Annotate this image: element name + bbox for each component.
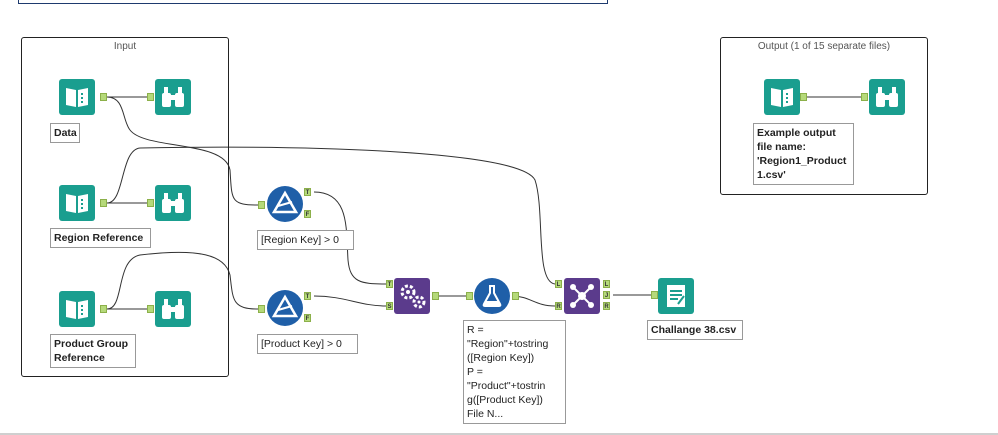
formula-tool[interactable]: [474, 278, 510, 314]
input-anchor[interactable]: [258, 201, 265, 209]
top-container-edge: [18, 0, 608, 4]
document-icon: [667, 285, 685, 307]
wire-region-join: [106, 146, 556, 285]
output-data-tool[interactable]: [658, 278, 694, 314]
wire-filter-product-append: [313, 295, 387, 307]
filter-product-label: [Product Key] > 0: [257, 334, 358, 354]
book-icon: [66, 194, 88, 213]
input-anchor[interactable]: [147, 93, 154, 101]
filter-region-label: [Region Key] > 0: [257, 230, 354, 250]
right-output-anchor[interactable]: R: [603, 302, 610, 310]
input-anchor[interactable]: [258, 305, 265, 313]
browse-tool[interactable]: [155, 79, 191, 115]
output-anchor[interactable]: [432, 292, 439, 300]
wire-data-filter-region: [106, 96, 259, 206]
filter-triangle-icon: [271, 190, 299, 214]
input-container-title: Input: [113, 41, 137, 52]
input-anchor[interactable]: [651, 291, 658, 299]
output-anchor[interactable]: [800, 93, 807, 101]
binoculars-icon: [162, 87, 184, 107]
product-group-reference-label: Product Group Reference: [50, 334, 136, 368]
input-anchor[interactable]: [861, 93, 868, 101]
true-anchor[interactable]: T: [304, 188, 311, 196]
false-anchor[interactable]: F: [304, 210, 311, 218]
join-nodes-icon: [570, 284, 594, 308]
filter-region-tool[interactable]: [267, 186, 303, 222]
input-anchor[interactable]: [147, 305, 154, 313]
join-output-anchor[interactable]: J: [603, 291, 610, 299]
book-icon: [66, 88, 88, 107]
output-anchor[interactable]: [100, 93, 107, 101]
flask-icon: [482, 285, 502, 307]
output-file-label: Challange 38.csv: [647, 320, 743, 340]
output-anchor[interactable]: [512, 292, 519, 300]
left-output-anchor[interactable]: L: [603, 280, 610, 288]
output-container-title: Output (1 of 15 separate files): [757, 41, 891, 52]
input-region-tool[interactable]: [59, 185, 95, 221]
wire-product-filter: [106, 251, 259, 310]
wire-filter-region-append: [313, 191, 387, 285]
filter-triangle-icon: [271, 294, 299, 318]
false-anchor[interactable]: F: [304, 314, 311, 322]
input-container[interactable]: Input: [21, 37, 229, 377]
input-anchor[interactable]: [466, 292, 473, 300]
output-anchor[interactable]: [100, 199, 107, 207]
formula-label: R = "Region"+tostring ([Region Key]) P =…: [463, 320, 566, 424]
true-anchor[interactable]: T: [304, 292, 311, 300]
source-anchor[interactable]: S: [386, 302, 393, 310]
book-icon: [771, 88, 793, 107]
filter-product-tool[interactable]: [267, 290, 303, 326]
canvas-bottom-border: [0, 433, 998, 435]
input-anchor[interactable]: [147, 199, 154, 207]
left-anchor[interactable]: L: [555, 280, 562, 288]
browse-tool[interactable]: [155, 291, 191, 327]
input-data-tool[interactable]: [59, 79, 95, 115]
example-output-label: Example output file name: 'Region1_Produ…: [753, 123, 854, 185]
browse-tool[interactable]: [155, 185, 191, 221]
browse-tool[interactable]: [869, 79, 905, 115]
output-anchor[interactable]: [100, 305, 107, 313]
binoculars-icon: [162, 193, 184, 213]
target-anchor[interactable]: T: [386, 280, 393, 288]
input-product-tool[interactable]: [59, 291, 95, 327]
data-label: Data: [50, 123, 80, 143]
right-anchor[interactable]: R: [555, 302, 562, 310]
gears-icon: [400, 284, 426, 309]
append-fields-tool[interactable]: [394, 278, 430, 314]
output-container[interactable]: Output (1 of 15 separate files): [720, 37, 928, 195]
binoculars-icon: [876, 87, 898, 107]
binoculars-icon: [162, 299, 184, 319]
region-reference-label: Region Reference: [50, 228, 151, 248]
book-icon: [66, 300, 88, 319]
example-input-tool[interactable]: [764, 79, 800, 115]
join-tool[interactable]: [564, 278, 600, 314]
